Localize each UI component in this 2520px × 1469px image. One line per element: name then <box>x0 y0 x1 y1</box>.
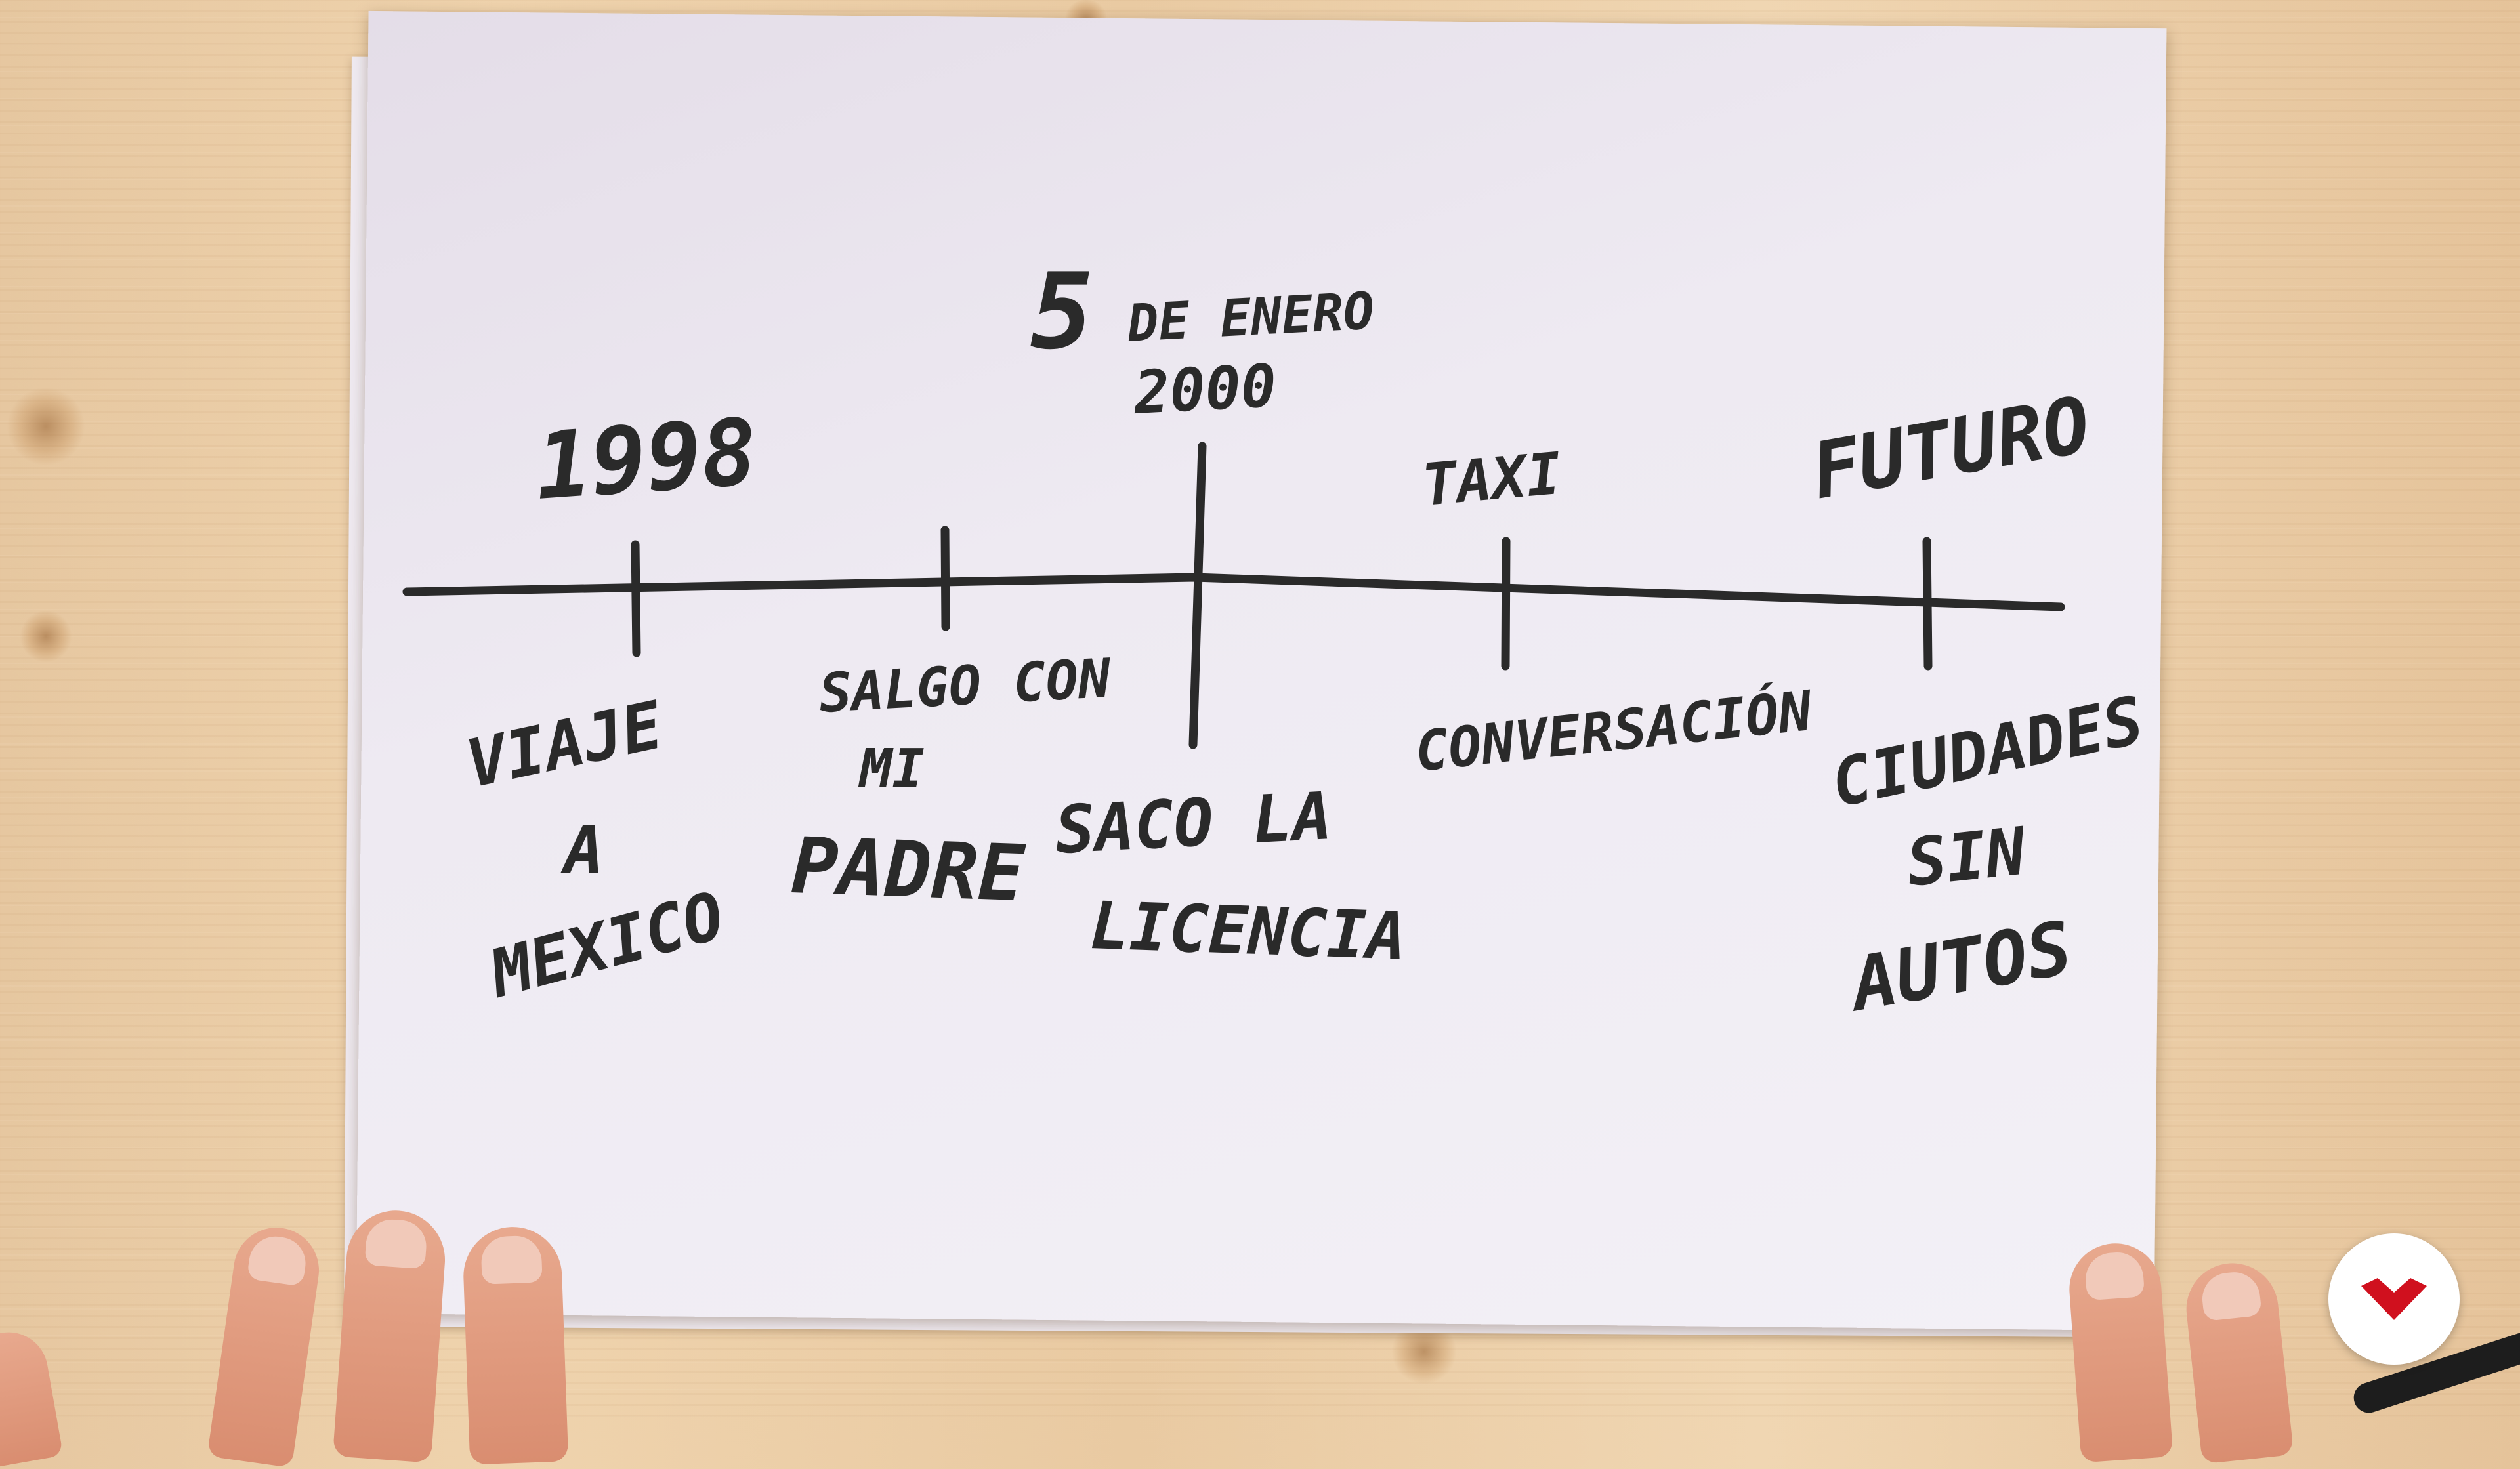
brand-chevron-icon <box>2361 1278 2427 1320</box>
event-2-below-line-2: MI <box>858 738 925 800</box>
timeline-tick <box>631 540 641 657</box>
handwritten-timeline: 1998 5 DE ENERO 2000 TAXI FUTURO VIAJE A… <box>402 250 2150 1029</box>
event-1-below-line-3: MEXICO <box>481 877 732 1013</box>
left-hand-finger <box>461 1225 569 1465</box>
event-3-above-day: 5 <box>1030 250 1093 373</box>
event-3-below-line-1: SACO LA <box>1053 777 1334 869</box>
left-hand-finger <box>332 1207 449 1463</box>
event-3-below-line-2: LICENCIA <box>1089 887 1407 975</box>
timeline-axis <box>402 573 2065 611</box>
wood-knot <box>20 610 72 663</box>
brand-logo[interactable] <box>2328 1233 2460 1365</box>
event-5-below-line-3: AUTOS <box>1841 905 2078 1029</box>
event-3-above-month: DE ENERO <box>1125 281 1376 354</box>
event-1-above-label: 1998 <box>532 399 761 521</box>
event-1-below-line-1: VIAJE <box>460 686 670 802</box>
event-5-above-label: FUTURO <box>1805 379 2097 517</box>
right-hand-finger <box>2066 1240 2174 1463</box>
timeline-tick <box>1922 537 1933 671</box>
event-1-below-line-2: A <box>560 812 604 888</box>
timeline-tick <box>940 526 950 631</box>
event-5-below-line-1: CIUDADES <box>1825 682 2150 823</box>
event-3-above-year: 2000 <box>1131 352 1278 428</box>
event-2-below-line-3: PADRE <box>790 820 1027 919</box>
wood-knot <box>7 387 85 466</box>
event-2-below-line-1: SALGO CON <box>818 648 1113 725</box>
event-4-above-label: TAXI <box>1419 440 1564 519</box>
event-5-below-line-2: SIN <box>1903 812 2030 901</box>
timeline-tick-major <box>1188 442 1207 749</box>
timeline-tick <box>1501 537 1511 671</box>
event-4-below-line-1: CONVERSACIÓN <box>1412 678 1816 784</box>
